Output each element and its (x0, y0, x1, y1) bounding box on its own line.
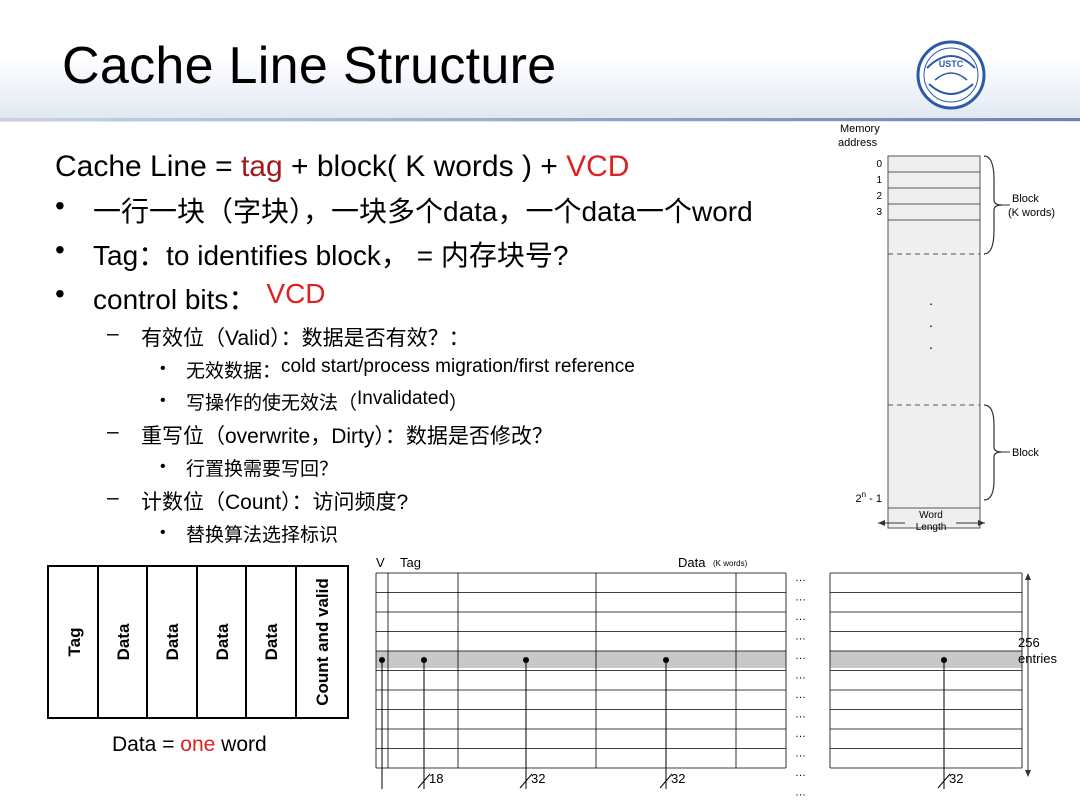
width-data-1: 32 (531, 771, 545, 786)
cache-line-diagram: Tag Data Data Data Data Count and valid (47, 565, 349, 719)
address-last: 2n - 1 (856, 490, 882, 505)
width-data-3: 32 (949, 771, 963, 786)
row-ellipsis: … (795, 592, 806, 604)
memory-column (887, 155, 981, 529)
memory-diagram: Memory address 0 1 2 3 2n - 1 . . . Bloc… (838, 123, 1055, 533)
bullet-control-bits: • control bits：VCD (55, 278, 875, 322)
svg-text:.: . (929, 314, 933, 330)
formula-tag: tag (240, 150, 283, 183)
field-count-valid: Count and valid (313, 578, 332, 706)
row-ellipsis: … (795, 767, 806, 779)
row-ellipsis: … (795, 572, 806, 584)
sub-count-replacement: • 替换算法选择标识 (160, 524, 339, 546)
brace-label-block-2: Block (1012, 447, 1039, 459)
field-data-4: Data (262, 623, 281, 660)
formula-vcd: VCD (566, 150, 630, 183)
row-ellipsis: … (795, 650, 806, 662)
address-2: 2 (876, 191, 882, 202)
university-seal-icon: USTC (916, 40, 986, 110)
sub-count: – 计数位（Count）：访问频度? (107, 486, 409, 514)
cache-grid (375, 572, 1023, 769)
bullet-line-block: • 一行一块（字块），一块多个data，一个data一个word (55, 190, 875, 234)
title-band (0, 0, 1080, 122)
entries-label: entries (1018, 651, 1058, 666)
width-data-2: 32 (671, 771, 685, 786)
highlighted-entry (376, 651, 786, 668)
block-brace-top (983, 155, 1003, 255)
col-tag-label: Tag (400, 555, 421, 570)
sub-valid-invalidated: • 写操作的使无效法（Invalidated） (160, 388, 468, 414)
row-ellipsis: … (795, 748, 806, 760)
memory-title: Memory (840, 123, 880, 135)
field-data-3: Data (213, 623, 232, 660)
row-ellipsis: … (795, 631, 806, 643)
block-brace-bottom (983, 404, 1003, 501)
width-tag: 18 (429, 771, 443, 786)
row-ellipsis: … (795, 611, 806, 623)
row-ellipsis: … (795, 670, 806, 682)
bullet-dot: • (55, 278, 65, 309)
brace-label-block: Block (1012, 193, 1039, 205)
brace-label-kwords: (K words) (1008, 207, 1055, 219)
bullet-tag: • Tag：to identifies block， = 内存块号? (55, 234, 875, 278)
col-data-note: (K words) (713, 559, 748, 568)
sub-valid-invalid-data: • 无效数据：cold start/process migration/firs… (160, 356, 635, 382)
address-3: 3 (876, 207, 882, 218)
col-data-label: Data (678, 555, 706, 570)
row-ellipsis: … (795, 728, 806, 740)
title-rule (0, 118, 1080, 121)
highlighted-entry-end (830, 651, 1022, 668)
svg-text:.: . (929, 336, 933, 352)
field-data-1: Data (114, 623, 133, 660)
row-ellipsis: … (795, 787, 806, 799)
row-ellipsis: … (795, 689, 806, 701)
address-1: 1 (876, 175, 882, 186)
sub-dirty-writeback: • 行置换需要写回？ (160, 458, 339, 480)
cache-line-formula: Cache Line = tag + block( K words ) + VC… (55, 150, 630, 183)
word-length-label-2: Length (916, 522, 947, 533)
cache-line-caption: Data = one word (112, 733, 267, 756)
cache-ellipses: … … … … … … … … … … … … (795, 572, 806, 798)
bullet-list: Cache Line = tag + block( K words ) + VC… (55, 150, 875, 552)
row-ellipsis: … (795, 709, 806, 721)
word-length-label: Word (919, 510, 943, 521)
memory-title-2: address (838, 137, 878, 149)
sub-dirty: – 重写位（overwrite，Dirty）：数据是否修改？ (107, 420, 553, 448)
bullet-dot: • (55, 190, 65, 221)
bullet-dot: • (55, 234, 65, 265)
entries-count: 256 (1018, 635, 1040, 650)
field-data-2: Data (163, 623, 182, 660)
page-title: Cache Line Structure (62, 37, 557, 95)
logo-text: USTC (939, 59, 964, 69)
sub-valid: – 有效位（Valid）：数据是否有效？： (107, 322, 470, 350)
field-tag: Tag (65, 628, 84, 657)
col-v-label: V (376, 555, 385, 570)
address-0: 0 (876, 159, 882, 170)
cache-array-diagram: V Tag Data (K words) … … … … … … … … … … … … 256 en… (375, 555, 1058, 798)
memory-ellipsis: . (929, 292, 933, 308)
